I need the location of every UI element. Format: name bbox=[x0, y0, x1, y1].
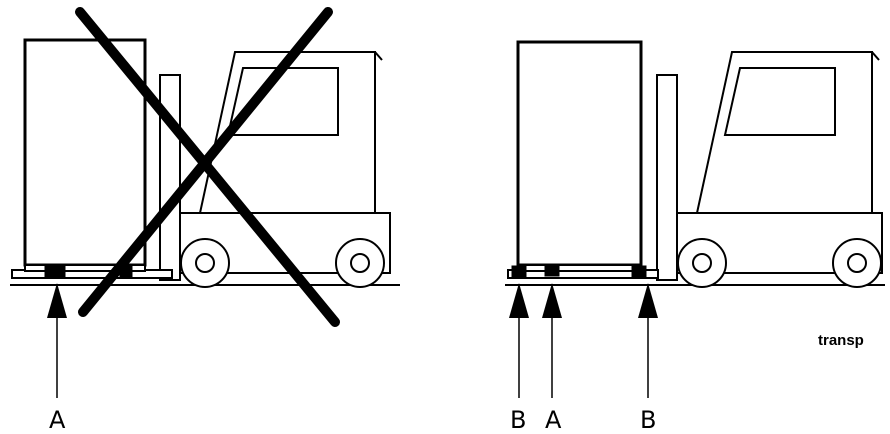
forklift-icon bbox=[11, 51, 391, 288]
cabinet-icon bbox=[23, 38, 147, 279]
arrow-up-icon bbox=[542, 283, 562, 398]
cross-icon bbox=[75, 7, 340, 327]
forklift-icon bbox=[507, 51, 883, 288]
cabinet-icon bbox=[511, 40, 647, 279]
point-label-a-center: A bbox=[545, 406, 562, 434]
panel-wrong: A bbox=[10, 7, 400, 434]
arrow-up-icon bbox=[47, 283, 67, 398]
panel-correct: B A B transp bbox=[505, 40, 885, 434]
arrow-up-icon bbox=[509, 283, 529, 398]
point-label-b-right: B bbox=[640, 406, 656, 434]
point-label-b-left: B bbox=[510, 406, 526, 434]
arrow-up-icon bbox=[638, 283, 658, 398]
figure-code: transp bbox=[818, 332, 864, 349]
point-label-a-wrong: A bbox=[49, 406, 66, 434]
